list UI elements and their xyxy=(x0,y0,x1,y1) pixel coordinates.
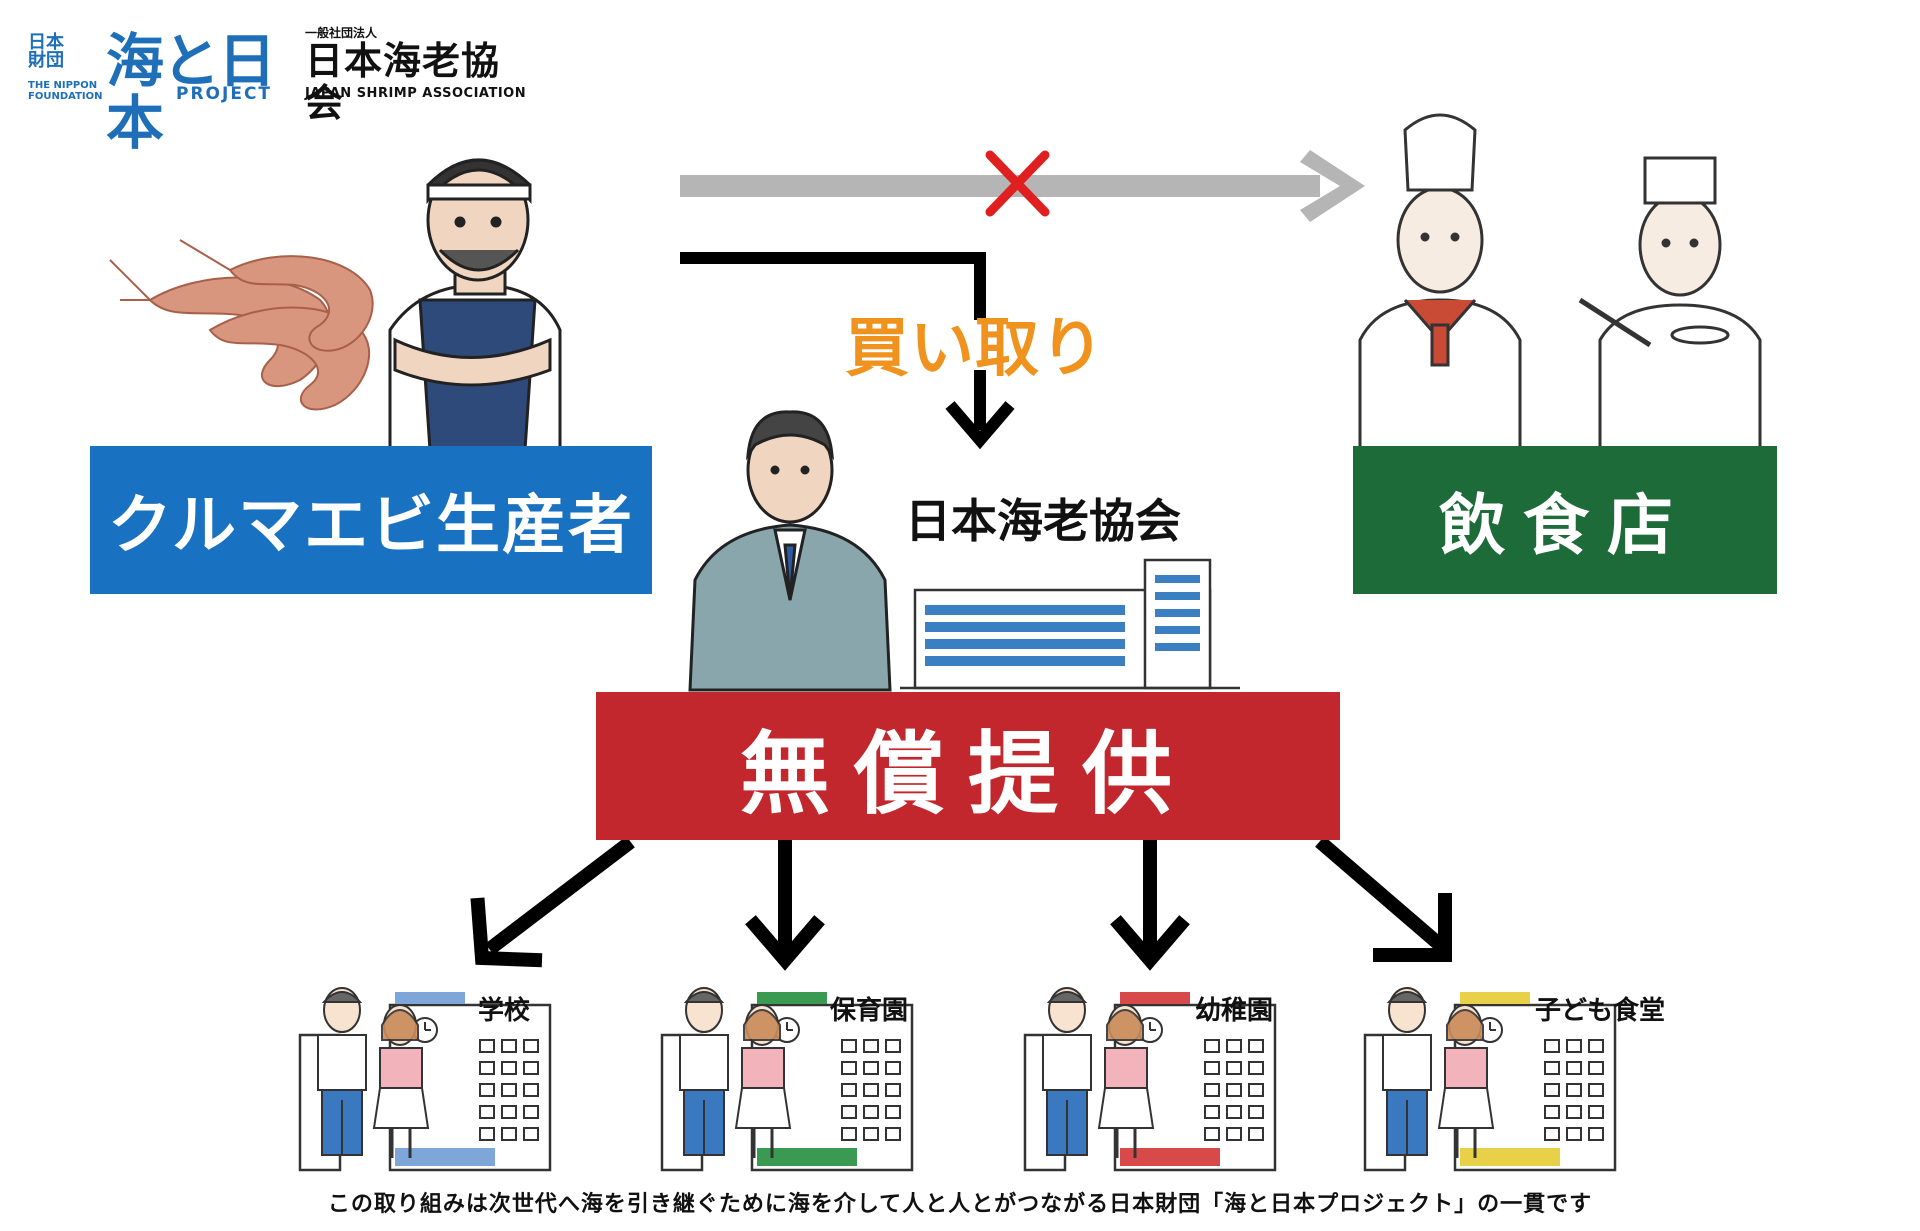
jsa-en: JAPAN SHRIMP ASSOCIATION xyxy=(305,86,527,101)
purchase-label: 買い取り xyxy=(845,312,1105,386)
chef-icon xyxy=(1358,113,1522,452)
umi-to-nihon-logotype: 海と日本 xyxy=(106,27,276,157)
producer-person-icon xyxy=(388,158,562,452)
restaurant-label: 飲食店 xyxy=(1439,487,1691,564)
producer-box: クルマエビ生産者 xyxy=(90,446,652,594)
purchase-arrow xyxy=(680,252,1015,450)
association-staff-icon xyxy=(688,410,892,692)
association-label: 日本海老協会 xyxy=(905,494,1181,548)
nippon-foundation-logo: 日本 財団 THE NIPPON FOUNDATION 海と日本 PROJECT xyxy=(28,30,278,154)
nursery-icon xyxy=(660,987,914,1172)
jsa-name: 日本海老協会 xyxy=(305,39,501,125)
nippon-foundation-en: THE NIPPON FOUNDATION xyxy=(28,80,103,102)
nippon-foundation-kanji: 日本 財団 xyxy=(28,32,64,71)
project-logotype: PROJECT xyxy=(176,84,273,104)
destination-label-school: 学校 xyxy=(478,996,531,1026)
destination-label-nursery: 保育園 xyxy=(830,996,909,1026)
jsa-logo: 一般社団法人 日本海老協会 JAPAN SHRIMP ASSOCIATION xyxy=(305,24,535,124)
free-provision-label: 無償提供 xyxy=(740,722,1196,827)
distribution-arrows xyxy=(470,836,1452,971)
producer-label: クルマエビ生産者 xyxy=(107,489,635,563)
blocked-x-mark-icon xyxy=(985,150,1050,217)
school-icon xyxy=(298,987,552,1172)
footer-note: この取り組みは次世代へ海を引き継ぐために海を介して人と人とがつながる日本財団「海… xyxy=(327,1192,1593,1217)
destination-label-cafeteria: 子ども食堂 xyxy=(1535,996,1666,1026)
destination-label-kindergarten: 幼稚園 xyxy=(1195,996,1274,1026)
jsa-small-label: 一般社団法人 xyxy=(305,26,378,40)
restaurant-box: 飲食店 xyxy=(1353,446,1777,594)
free-provision-box: 無償提供 xyxy=(596,692,1340,840)
shrimp-icon xyxy=(109,239,374,411)
blocked-direct-arrow xyxy=(680,150,1365,222)
japanese-chef-icon xyxy=(1578,156,1762,452)
association-building-icon xyxy=(900,558,1240,690)
cafeteria-icon xyxy=(1363,987,1617,1172)
kindergarten-icon xyxy=(1023,987,1277,1172)
